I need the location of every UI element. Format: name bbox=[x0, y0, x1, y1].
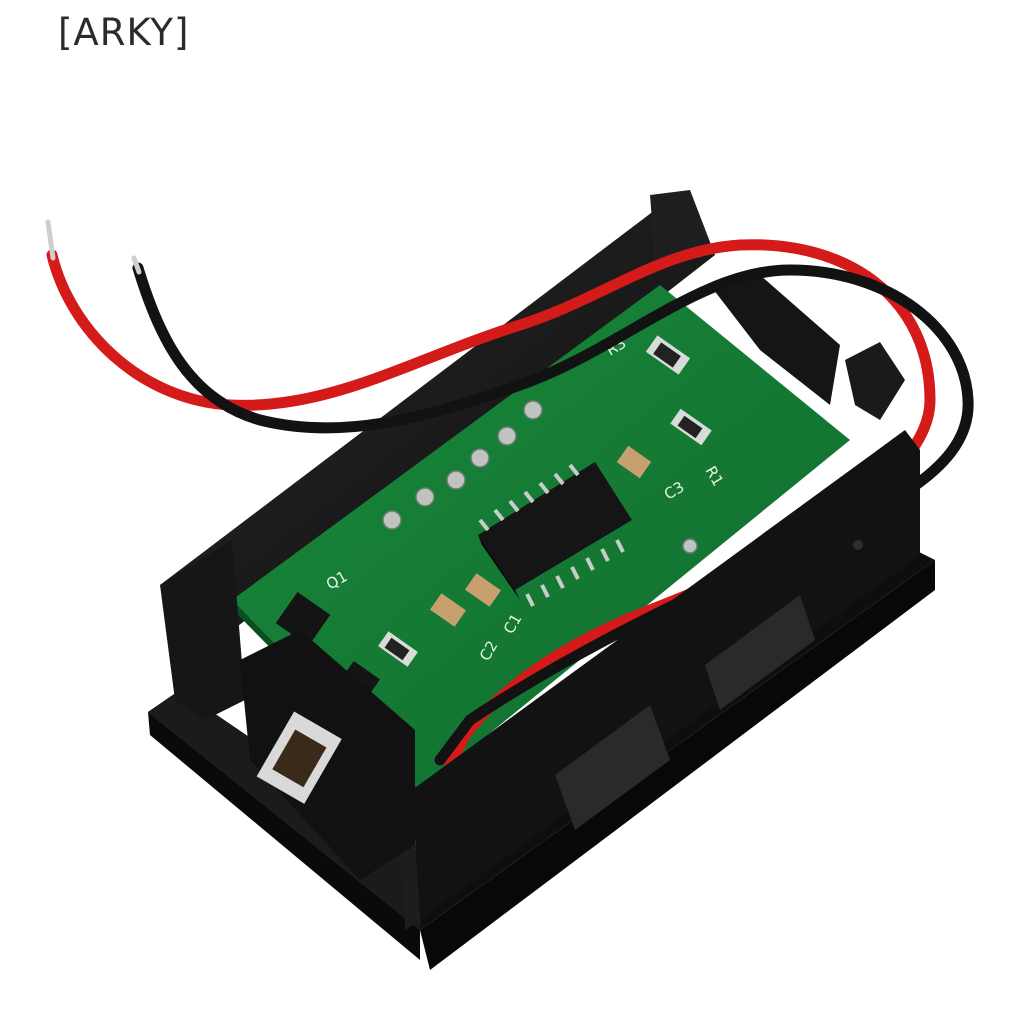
brand-watermark: [ARKY] bbox=[58, 11, 190, 54]
solder-pins bbox=[382, 400, 698, 554]
housing-front-wall bbox=[398, 430, 920, 930]
housing-back-wall bbox=[160, 190, 905, 640]
black-wire-tip bbox=[131, 255, 142, 275]
red-wire-tip bbox=[45, 219, 56, 261]
housing-side-posts bbox=[160, 540, 415, 880]
ic-chip bbox=[478, 462, 632, 607]
smd-components bbox=[275, 335, 712, 700]
